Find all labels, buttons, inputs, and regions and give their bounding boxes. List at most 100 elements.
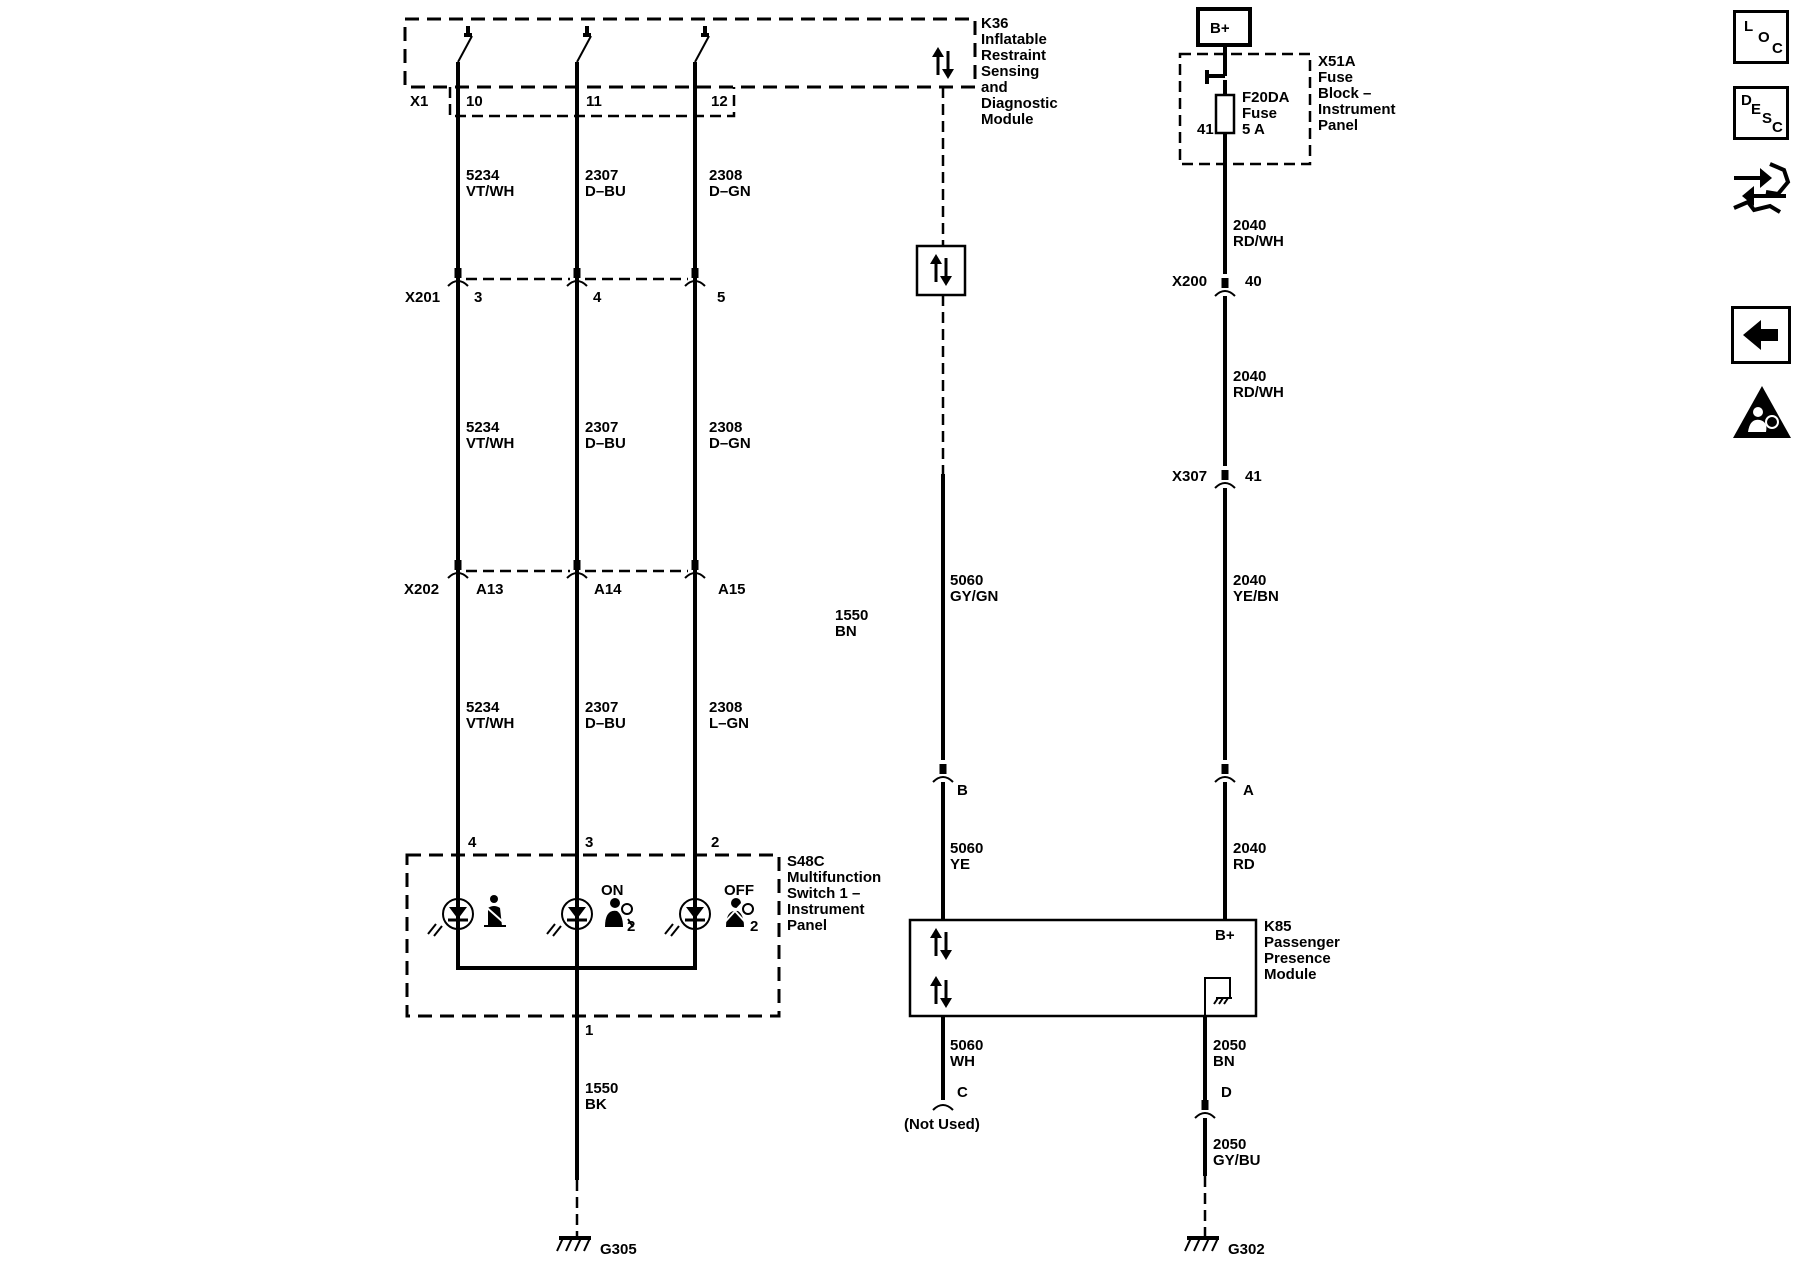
location-button[interactable]: L O C (1733, 10, 1789, 64)
svg-text:D–GN: D–GN (709, 183, 751, 200)
svg-text:WH: WH (950, 1053, 975, 1070)
svg-text:A14: A14 (594, 581, 622, 598)
svg-text:A13: A13 (476, 581, 504, 598)
k36-desc-3: Sensing (981, 63, 1039, 80)
svg-text:VT/WH: VT/WH (466, 715, 514, 732)
bplus-label: B+ (1210, 20, 1230, 37)
k36-module: K36 Inflatable Restraint Sensing and Dia… (403, 15, 1058, 128)
x307-label: X307 (1172, 468, 1207, 485)
s48c-switch: 4 3 2 ON 2 OFF 2 S48C Multifunct (405, 834, 881, 1039)
svg-text:F20DA: F20DA (1242, 89, 1290, 106)
x51a-desc-1: Fuse (1318, 69, 1353, 86)
svg-text:2308: 2308 (709, 167, 742, 184)
k85-lower-circuits: 5060 WH C (Not Used) 2050 BN D 2050 GY/B… (904, 1016, 1265, 1258)
svg-text:2: 2 (750, 918, 758, 935)
k36-desc-4: and (981, 79, 1008, 96)
k36-ref: K36 (981, 15, 1009, 32)
svg-text:D–BU: D–BU (585, 715, 626, 732)
k36-desc-5: Diagnostic (981, 95, 1058, 112)
ground-g305: 1550 BK G305 (555, 1080, 637, 1258)
seatbelt-icon (484, 895, 506, 927)
airbag-on-label: ON (601, 882, 624, 899)
airbag-on-icon (605, 898, 634, 928)
svg-text:BN: BN (1213, 1053, 1235, 1070)
power-feed: B+ F20DA Fuse 5 A 41 X51A Fuse Block – I… (1172, 7, 1396, 920)
svg-text:41: 41 (1197, 121, 1214, 138)
k85-desc-3: Module (1264, 966, 1317, 983)
x202-label: X202 (404, 581, 439, 598)
svg-text:B: B (957, 782, 968, 799)
svg-text:2: 2 (627, 918, 635, 935)
svg-text:2040: 2040 (1233, 840, 1266, 857)
s48c-desc-4: Panel (787, 917, 827, 934)
x1-pin-11: 11 (586, 93, 602, 110)
airbag-warning-icon[interactable] (1730, 382, 1794, 442)
x51a-ref: X51A (1318, 53, 1356, 70)
indicator-led-icon (545, 897, 594, 938)
svg-text:YE/BN: YE/BN (1233, 588, 1279, 605)
not-used-label: (Not Used) (904, 1116, 980, 1133)
k85-desc-1: Passenger (1264, 934, 1340, 951)
svg-text:5234: 5234 (466, 167, 500, 184)
svg-text:4: 4 (593, 289, 602, 306)
svg-text:RD/WH: RD/WH (1233, 384, 1284, 401)
svg-text:Fuse: Fuse (1242, 105, 1277, 122)
svg-text:2040: 2040 (1233, 572, 1266, 589)
indicator-led-icon (663, 897, 712, 938)
svg-text:5060: 5060 (950, 1037, 983, 1054)
svg-text:2307: 2307 (585, 419, 618, 436)
svg-text:5060: 5060 (950, 840, 983, 857)
indicator-led-icon (426, 897, 475, 938)
x1-connector-label: X1 (410, 93, 428, 110)
svg-text:1: 1 (585, 1022, 593, 1039)
x51a-desc-3: Instrument (1318, 101, 1396, 118)
svg-text:2308: 2308 (709, 699, 742, 716)
svg-text:2050: 2050 (1213, 1136, 1246, 1153)
svg-text:B+: B+ (1215, 927, 1235, 944)
k36-serial-data-arrows-icon (930, 45, 956, 81)
s48c-ref: S48C (787, 853, 825, 870)
back-button[interactable] (1731, 306, 1791, 364)
svg-text:C: C (957, 1084, 968, 1101)
svg-text:41: 41 (1245, 468, 1262, 485)
s48c-desc-3: Instrument (787, 901, 865, 918)
k85-desc-2: Presence (1264, 950, 1331, 967)
x201-label: X201 (405, 289, 440, 306)
x200-label: X200 (1172, 273, 1207, 290)
k85-ref: K85 (1264, 918, 1292, 935)
k85-module: B+ K85 Passenger Presence Module (908, 918, 1340, 1018)
svg-text:2307: 2307 (585, 699, 618, 716)
svg-text:4: 4 (468, 834, 477, 851)
svg-text:L–GN: L–GN (709, 715, 749, 732)
svg-text:5234: 5234 (466, 699, 500, 716)
k36-desc-1: Inflatable (981, 31, 1047, 48)
g305-label: G305 (600, 1241, 637, 1258)
svg-text:D: D (1221, 1084, 1232, 1101)
fuse-icon (1214, 93, 1236, 135)
svg-text:2050: 2050 (1213, 1037, 1246, 1054)
svg-text:RD: RD (1233, 856, 1255, 873)
chassis-ground-icon (1213, 997, 1232, 1005)
airbag-off-label: OFF (724, 882, 754, 899)
svg-text:D–GN: D–GN (709, 435, 751, 452)
svg-text:3: 3 (474, 289, 482, 306)
connector-tools-icon[interactable] (1730, 156, 1792, 220)
svg-text:RD/WH: RD/WH (1233, 233, 1284, 250)
k36-desc-6: Module (981, 111, 1034, 128)
x1-pin-10: 10 (466, 93, 483, 110)
svg-text:2040: 2040 (1233, 217, 1266, 234)
back-arrow-icon (1743, 320, 1778, 350)
svg-text:5 A: 5 A (1242, 121, 1265, 138)
airbag-off-icon (723, 898, 754, 927)
stray-label-1550: 1550 (835, 607, 868, 624)
x1-pin-12: 12 (711, 93, 728, 110)
svg-text:40: 40 (1245, 273, 1262, 290)
svg-text:D–BU: D–BU (585, 183, 626, 200)
svg-text:YE: YE (950, 856, 970, 873)
svg-text:5: 5 (717, 289, 725, 306)
description-button[interactable]: D E S C (1733, 86, 1789, 140)
x201-connector: X201 3 4 5 (405, 268, 725, 306)
